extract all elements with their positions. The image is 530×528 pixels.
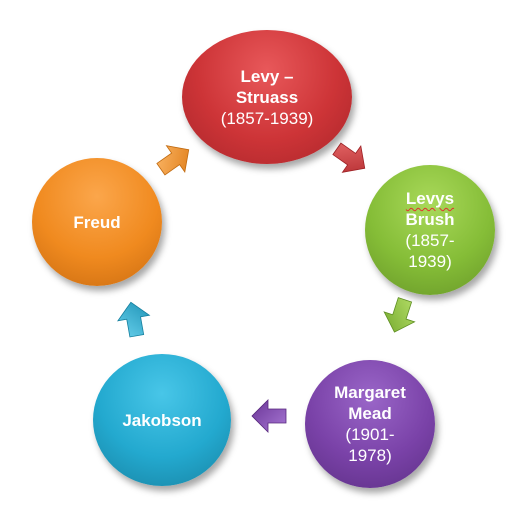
node-freud: Freud (32, 158, 162, 286)
node-name-line1: Margaret (334, 383, 406, 402)
arrow-purple (251, 399, 287, 433)
node-name: Jakobson (122, 410, 202, 430)
node-dates-line1: (1857- (405, 231, 455, 250)
node-dates-line1: (1901- (345, 425, 395, 444)
node-dates: (1857-1939) (220, 108, 314, 128)
node-name: Freud (73, 212, 121, 232)
node-levys-brush: Levys Brush (1857- 1939) (365, 165, 495, 295)
node-dates-line2: 1978) (348, 446, 392, 465)
arrow-red (332, 142, 366, 173)
node-levy-struass: Levy – Struass (1857-1939) (182, 30, 352, 164)
arrow-orange (156, 145, 190, 176)
node-name-line2: Struass (235, 87, 299, 107)
node-name-line2: Mead (348, 404, 392, 423)
node-dates-line2: 1939) (408, 252, 452, 271)
node-jakobson: Jakobson (93, 354, 231, 486)
arrow-blue (117, 301, 151, 338)
arrow-green (383, 297, 416, 333)
node-name-line1: Levys (405, 189, 455, 208)
node-name-line1: Levy – (240, 66, 294, 86)
node-margaret-mead: Margaret Mead (1901- 1978) (305, 360, 435, 488)
node-name-line2: Brush (405, 210, 455, 229)
